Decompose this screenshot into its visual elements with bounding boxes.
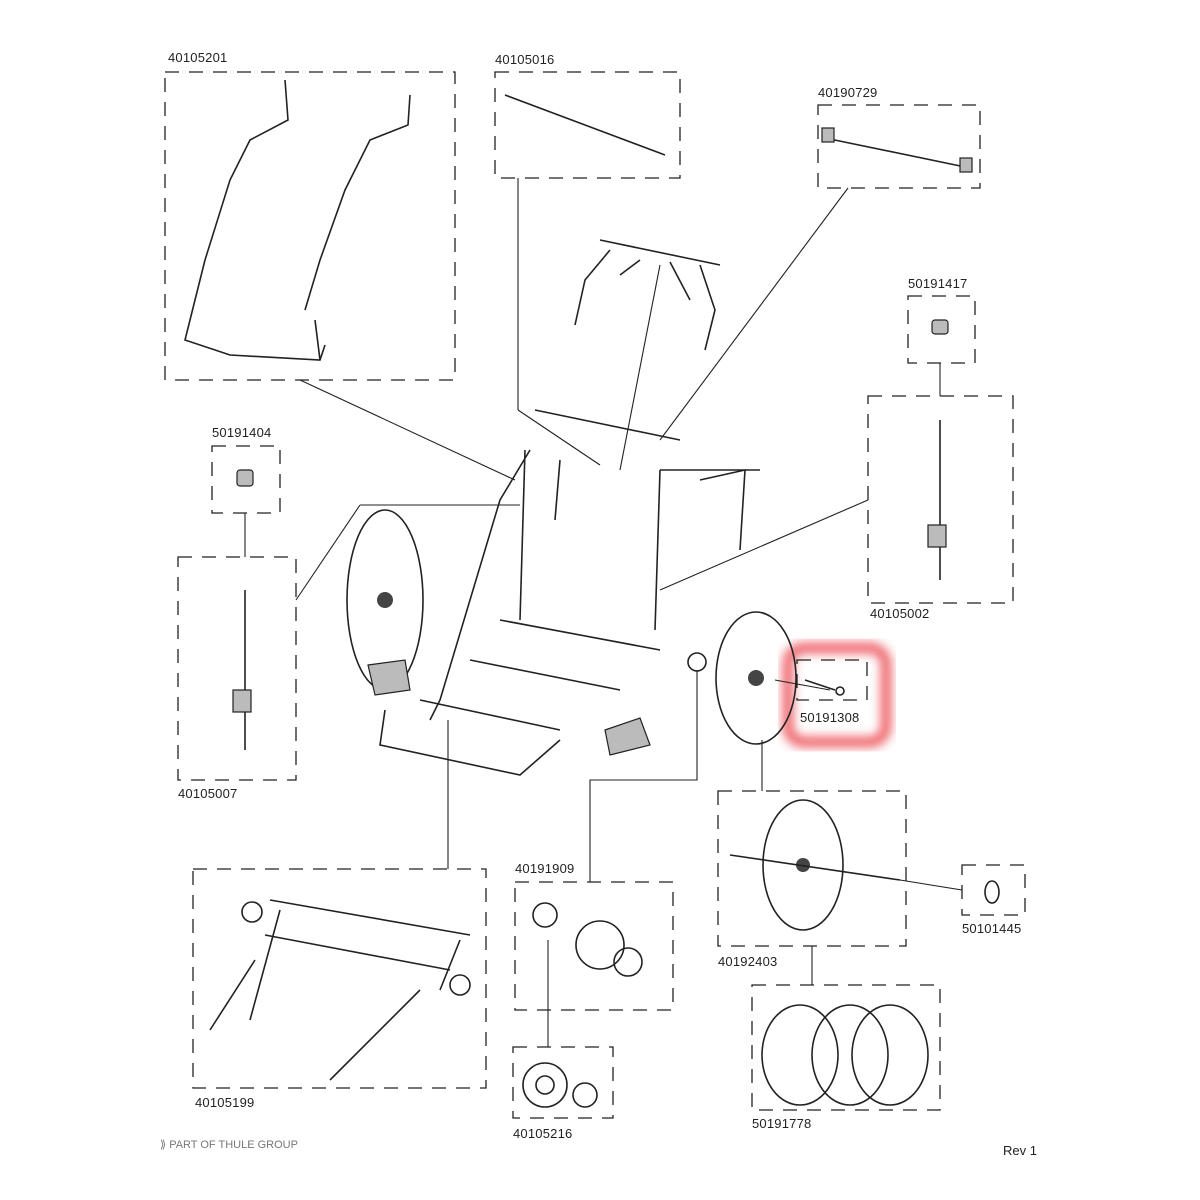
part-label: 40191909 bbox=[515, 861, 575, 876]
highlight-marker bbox=[782, 642, 892, 748]
revision-label: Rev 1 bbox=[1003, 1143, 1037, 1158]
box-40191909 bbox=[514, 881, 674, 1011]
thule-logo-icon: ⟫ bbox=[160, 1139, 170, 1151]
box-50191404 bbox=[211, 445, 281, 514]
box-40192403 bbox=[717, 790, 907, 947]
box-50191778 bbox=[751, 984, 941, 1111]
part-label: 40105216 bbox=[513, 1126, 573, 1141]
part-label: 50191417 bbox=[908, 276, 968, 291]
box-40105216 bbox=[512, 1046, 614, 1119]
part-label: 40192403 bbox=[718, 954, 778, 969]
cap-50191417 bbox=[931, 319, 949, 335]
cap-50191404 bbox=[236, 469, 254, 487]
part-label: 40105201 bbox=[168, 50, 228, 65]
part-label: 50191778 bbox=[752, 1116, 812, 1131]
box-40105199 bbox=[192, 868, 487, 1089]
box-40105201 bbox=[164, 71, 456, 381]
part-label: 40105002 bbox=[870, 606, 930, 621]
part-label-highlighted: 50191308 bbox=[800, 710, 860, 725]
box-50101445 bbox=[961, 864, 1026, 916]
leader-lines bbox=[244, 178, 963, 1047]
part-label: 40105016 bbox=[495, 52, 555, 67]
box-40105007 bbox=[177, 556, 297, 781]
part-drawings bbox=[184, 79, 1000, 1108]
box-50191308 bbox=[796, 659, 868, 701]
box-40105016 bbox=[494, 71, 681, 179]
part-label: 50191404 bbox=[212, 425, 272, 440]
box-50191417 bbox=[907, 295, 976, 364]
part-label: 40105199 bbox=[195, 1095, 255, 1110]
box-40190729 bbox=[817, 104, 981, 189]
part-label: 40105007 bbox=[178, 786, 238, 801]
part-boxes bbox=[164, 71, 1026, 1119]
part-label: 50101445 bbox=[962, 921, 1022, 936]
footer-brand-text: PART OF THULE GROUP bbox=[169, 1139, 298, 1151]
footer-brand: ⟫ PART OF THULE GROUP bbox=[160, 1138, 298, 1151]
part-label: 40190729 bbox=[818, 85, 878, 100]
